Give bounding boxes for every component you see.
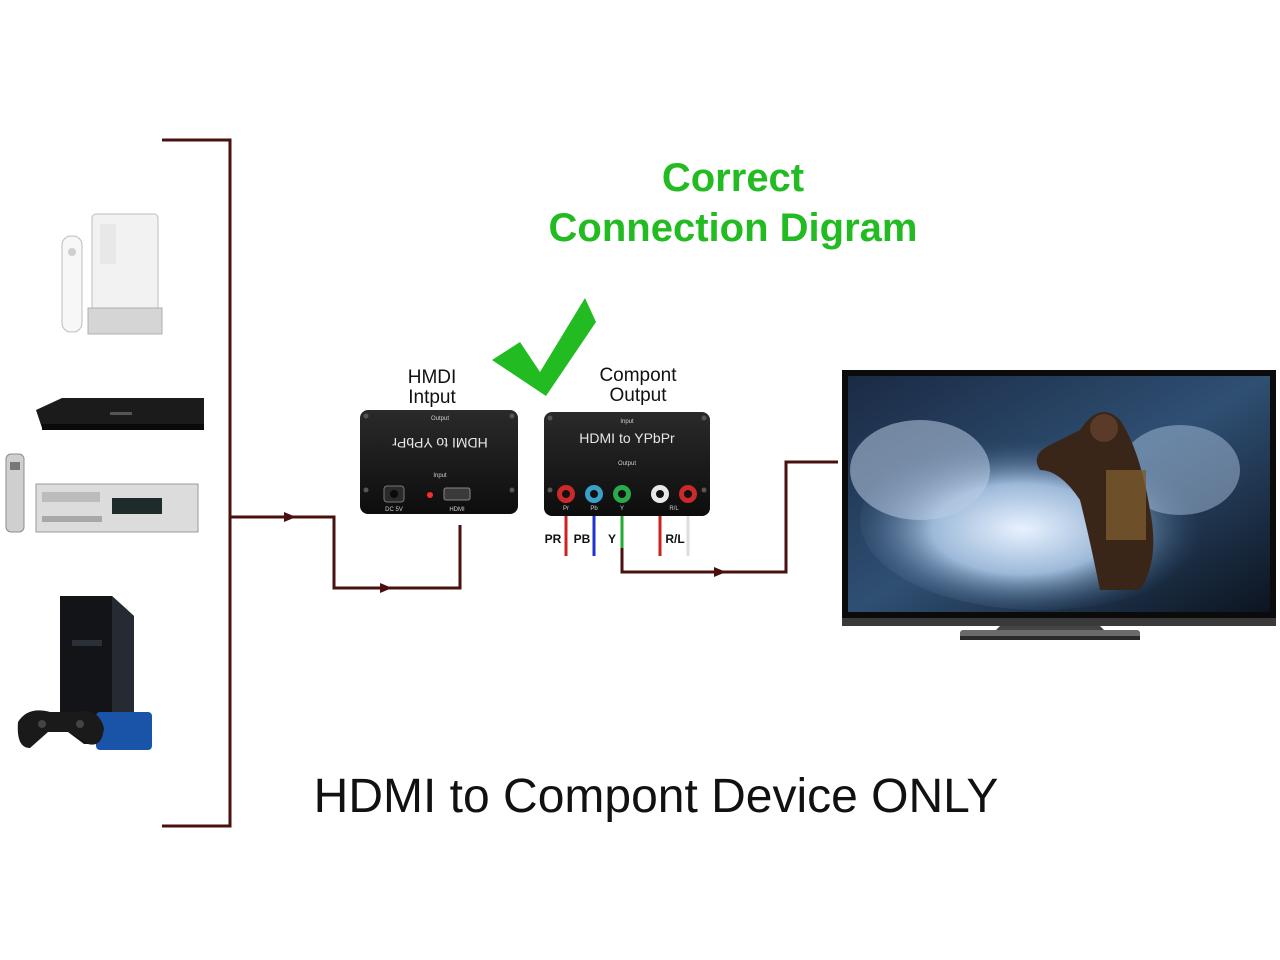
output-sub-tag: Output: [618, 461, 636, 467]
pr-jack-icon: [557, 485, 575, 503]
jack-label-pb: Pb: [590, 506, 598, 512]
blu-ray-player-icon: [36, 398, 204, 430]
input-heading-line-2: Intput: [408, 387, 456, 408]
game-console-wii-icon: [61, 213, 163, 335]
converter-output-unit: Compont Output Input HDMI to YPbPr Outpu…: [544, 365, 710, 516]
output-heading-line-1: Compont: [599, 365, 677, 386]
tv-connector-line: [620, 460, 838, 574]
checkmark-icon: [492, 298, 596, 396]
wire-label-y: Y: [608, 532, 616, 546]
y-jack-icon: [613, 485, 631, 503]
audio-right-jack-icon: [679, 485, 697, 503]
converter-output-body: [544, 412, 710, 516]
pb-jack-icon: [585, 485, 603, 503]
audio-left-jack-icon: [651, 485, 669, 503]
ps2-console-icon: [17, 596, 152, 750]
output-top-tag: Input: [620, 419, 634, 425]
device-bracket: [162, 138, 462, 828]
wire-label-pr: PR: [545, 532, 562, 546]
dc-port-label: DC 5V: [385, 507, 403, 513]
title-line-2: Connection Digram: [549, 206, 918, 250]
input-bottom-tag: Input: [433, 473, 447, 479]
arrow-head-icon: [284, 512, 296, 522]
vcr-dvd-combo-icon: [5, 453, 199, 533]
arrow-head-icon: [714, 567, 726, 577]
wire-label-pb: PB: [574, 532, 591, 546]
output-heading-line-2: Output: [609, 385, 667, 406]
wire-label-rl: R/L: [665, 532, 684, 546]
hdmi-port-label: HDMI: [449, 507, 465, 513]
jack-label-rl: R/L: [669, 506, 679, 512]
power-led-icon: [427, 492, 433, 498]
title-line-1: Correct: [662, 156, 804, 200]
arrow-head-icon: [380, 583, 392, 593]
jack-label-y: Y: [620, 506, 624, 512]
input-top-tag: Output: [431, 416, 449, 422]
component-wires: [564, 516, 690, 556]
footer-note: HDMI to Compont Device ONLY: [314, 770, 999, 823]
diagram-title: Correct Connection Digram: [549, 156, 918, 250]
input-heading-line-1: HMDI: [408, 367, 457, 388]
jack-label-pr: Pr: [563, 506, 569, 512]
converter-input-unit: HMDI Intput Output HDMI to YPbPr Input D…: [360, 367, 518, 514]
hdmi-port-icon: [443, 487, 471, 501]
television-icon: [842, 370, 1276, 640]
input-box-text: HDMI to YPbPr: [392, 435, 488, 451]
output-box-text: HDMI to YPbPr: [579, 430, 675, 446]
